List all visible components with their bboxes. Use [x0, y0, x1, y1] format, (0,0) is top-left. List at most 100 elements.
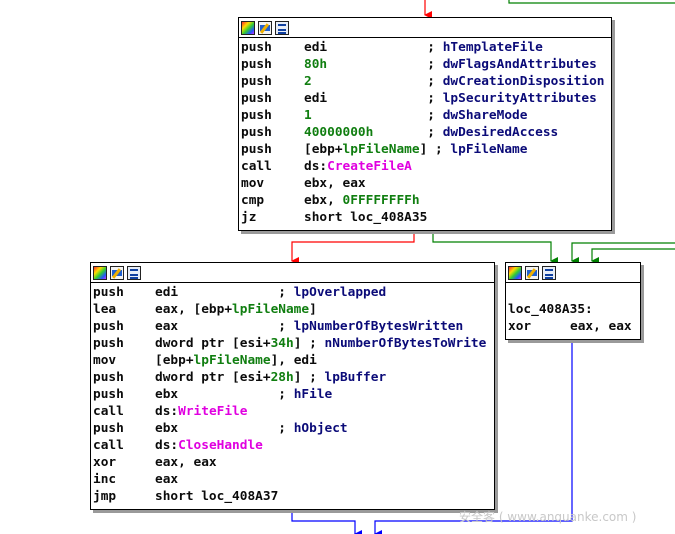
- mnemonic: push: [93, 285, 124, 300]
- operands: ds:CreateFileA: [304, 158, 412, 175]
- operand-text: ;: [373, 125, 443, 140]
- comment: nNumberOfBytesToWrite: [324, 336, 487, 351]
- operands: ebx, eax: [304, 175, 366, 192]
- immediate: 1: [304, 108, 312, 123]
- comment: dwCreationDisposition: [442, 74, 605, 89]
- mnemonic: push: [93, 387, 124, 402]
- api-name: CreateFileA: [327, 159, 412, 174]
- edge-true-branch: [432, 229, 558, 265]
- immediate: lpFileName: [193, 353, 271, 368]
- code-block-loc-408a35[interactable]: loc_408A35: xor eax, eax: [505, 262, 641, 340]
- operands: ebx, 0FFFFFFFFh: [304, 192, 420, 209]
- immediate: 2: [304, 74, 312, 89]
- operand-text: eax: [155, 472, 179, 487]
- instruction-line[interactable]: push[ebp+lpFileName] ; lpFileName: [241, 141, 611, 158]
- operand-text: ;: [327, 57, 443, 72]
- immediate: 80h: [304, 57, 328, 72]
- comment: dwDesiredAccess: [442, 125, 559, 140]
- operand-text: ]: [309, 302, 317, 317]
- rename-icon[interactable]: [525, 265, 539, 280]
- operand-text: ] ;: [293, 336, 325, 351]
- mnemonic: push: [93, 319, 124, 334]
- operands: 80h ; dwFlagsAndAttributes: [304, 56, 597, 73]
- mnemonic: inc: [93, 472, 117, 487]
- mnemonic: call: [241, 159, 272, 174]
- immediate: 34h: [270, 336, 294, 351]
- node-color-icon[interactable]: [93, 265, 107, 280]
- node-color-icon[interactable]: [241, 20, 255, 35]
- comment: hTemplateFile: [442, 40, 543, 55]
- operand-text: short loc_408A35: [304, 210, 428, 225]
- graph-view-icon[interactable]: [127, 265, 141, 280]
- operands: short loc_408A37: [155, 488, 278, 505]
- operands: edi ; hTemplateFile: [304, 39, 543, 56]
- comment: lpNumberOfBytesWritten: [293, 319, 464, 334]
- code-label[interactable]: loc_408A35:: [508, 302, 593, 317]
- operand-text: ;: [178, 285, 294, 300]
- mnemonic: push: [241, 74, 272, 89]
- operand-text: ebx, eax: [304, 176, 366, 191]
- operand-text: ;: [178, 319, 294, 334]
- mnemonic: xor: [508, 319, 532, 334]
- operands: [ebp+lpFileName], edi: [155, 352, 317, 369]
- operand-text: ;: [178, 387, 294, 402]
- immediate: lpFileName: [342, 142, 420, 157]
- operand-text: ;: [311, 108, 443, 123]
- operands: edi ; lpOverlapped: [155, 284, 386, 301]
- instruction-line[interactable]: call ds:CreateFileA: [241, 158, 611, 175]
- operands: ds:WriteFile: [155, 403, 247, 420]
- operand-text: ], edi: [270, 353, 317, 368]
- operand-text: eax, eax: [570, 319, 632, 334]
- instruction-line[interactable]: mov [ebp+lpFileName], edi: [93, 352, 494, 369]
- operand-text: dword ptr [esi+: [155, 370, 271, 385]
- operand-text: ds:: [304, 159, 328, 174]
- edge-bottom-out: [291, 509, 362, 534]
- operand-text: ;: [178, 421, 294, 436]
- edge-green-2: [571, 242, 675, 265]
- operand-text: ebx,: [304, 193, 343, 208]
- mnemonic: lea: [93, 302, 117, 317]
- node-color-icon[interactable]: [508, 265, 522, 280]
- rename-icon[interactable]: [110, 265, 124, 280]
- graph-view-icon[interactable]: [275, 20, 289, 35]
- edge-false-branch: [291, 229, 415, 265]
- operand-text: short loc_408A37: [155, 489, 279, 504]
- instruction-line[interactable]: lea eax, [ebp+lpFileName]: [93, 301, 494, 318]
- instruction-line[interactable]: inc eax: [93, 471, 494, 488]
- rename-icon[interactable]: [258, 20, 272, 35]
- operands: eax, [ebp+lpFileName]: [155, 301, 317, 318]
- operands: ds:CloseHandle: [155, 437, 263, 454]
- instruction-line[interactable]: xor eax, eax: [508, 318, 640, 335]
- operand-text: edi: [304, 91, 328, 106]
- mnemonic: push: [241, 125, 272, 140]
- instruction-line[interactable]: push edi ; lpOverlapped: [93, 284, 494, 301]
- graph-view-icon[interactable]: [542, 265, 556, 280]
- operands: eax: [155, 471, 178, 488]
- operand-text: eax, [ebp+: [155, 302, 233, 317]
- operands: short loc_408A35: [304, 209, 427, 226]
- api-name: WriteFile: [178, 404, 248, 419]
- mnemonic: mov: [93, 353, 117, 368]
